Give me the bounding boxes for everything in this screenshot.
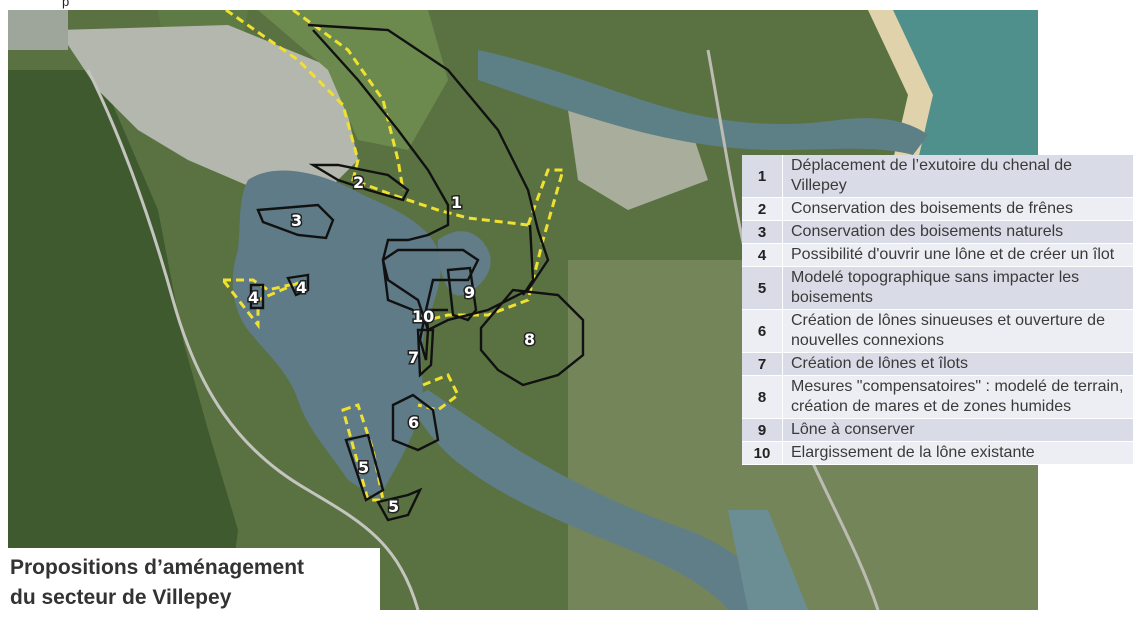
marker-2[interactable]: 2: [352, 172, 366, 194]
legend-number: 6: [757, 322, 767, 340]
legend-row: 10 Elargissement de la lône existante: [742, 441, 1133, 465]
title-box: Propositions d’aménagement du secteur de…: [0, 548, 380, 617]
marker-9[interactable]: 9: [463, 282, 477, 304]
legend-row: 4 Possibilité d'ouvrir une lône et de cré…: [742, 243, 1133, 267]
legend-row: 3 Conservation des boisements naturels: [742, 220, 1133, 244]
legend-text: Modelé topographique sans impacter les b…: [782, 266, 1133, 310]
legend-number: 9: [757, 421, 767, 439]
legend-number: 5: [757, 279, 767, 297]
marker-5b[interactable]: 5: [387, 496, 401, 518]
legend-row: 7 Création de lônes et îlots: [742, 352, 1133, 376]
title-line-1: Propositions d’aménagement: [10, 556, 305, 579]
legend-text: Création de lônes sinueuses et ouverture…: [782, 309, 1133, 353]
marker-6[interactable]: 6: [407, 412, 421, 434]
marker-8[interactable]: 8: [523, 329, 537, 351]
legend-text: Conservation des boisements naturels: [782, 220, 1133, 244]
marker-3[interactable]: 3: [290, 210, 304, 232]
legend-row: 9 Lône à conserver: [742, 418, 1133, 442]
title-line-2: du secteur de Villepey: [10, 586, 232, 609]
marker-4b[interactable]: 4: [247, 287, 261, 309]
top-note: p: [62, 0, 70, 9]
legend-number: 4: [757, 246, 767, 264]
forest-left: [8, 70, 238, 610]
legend-text: Création de lônes et îlots: [782, 352, 1133, 376]
map-markers: 1 2 3 4 4 5 5 6 7 8 9 10: [247, 172, 537, 518]
estuary: [728, 510, 808, 610]
river-lower: [408, 390, 788, 610]
fields-top-middle: [258, 10, 448, 150]
legend-text: Elargissement de la lône existante: [782, 441, 1133, 465]
marker-7[interactable]: 7: [407, 347, 421, 369]
legend-row: 1 Déplacement de l’exutoire du chenal de …: [742, 155, 1133, 198]
legend-table: 1 Déplacement de l’exutoire du chenal de …: [742, 155, 1133, 465]
black-boundaries: [249, 23, 585, 522]
legend-row: 6 Création de lônes sinueuses et ouvertur…: [742, 309, 1133, 353]
legend-number: 3: [757, 223, 767, 241]
legend-text: Déplacement de l’exutoire du chenal de V…: [782, 155, 1133, 198]
legend-number: 8: [757, 388, 767, 406]
legend-row: 2 Conservation des boisements de frênes: [742, 197, 1133, 221]
marker-1[interactable]: 1: [450, 192, 464, 214]
legend-row: 5 Modelé topographique sans impacter les …: [742, 266, 1133, 310]
urban-corner: [8, 10, 68, 50]
legend-number: 1: [757, 167, 767, 185]
legend-number: 10: [753, 444, 771, 462]
marker-10[interactable]: 10: [411, 306, 436, 328]
legend-text: Possibilité d'ouvrir une lône et de crée…: [782, 243, 1133, 267]
marker-5a[interactable]: 5: [357, 457, 371, 479]
river-mouth: [478, 50, 928, 155]
legend-text: Mesures "compensatoires" : modelé de ter…: [782, 375, 1133, 419]
marker-4a[interactable]: 4: [295, 277, 309, 299]
legend-text: Conservation des boisements de frênes: [782, 197, 1133, 221]
urban-area: [58, 25, 358, 200]
legend-number: 7: [757, 355, 767, 373]
legend-row: 8 Mesures "compensatoires" : modelé de te…: [742, 375, 1133, 419]
legend-number: 2: [757, 200, 767, 218]
legend-text: Lône à conserver: [782, 418, 1133, 442]
lagoon-main: [232, 170, 441, 501]
road-west: [86, 69, 420, 610]
beach: [868, 10, 933, 160]
